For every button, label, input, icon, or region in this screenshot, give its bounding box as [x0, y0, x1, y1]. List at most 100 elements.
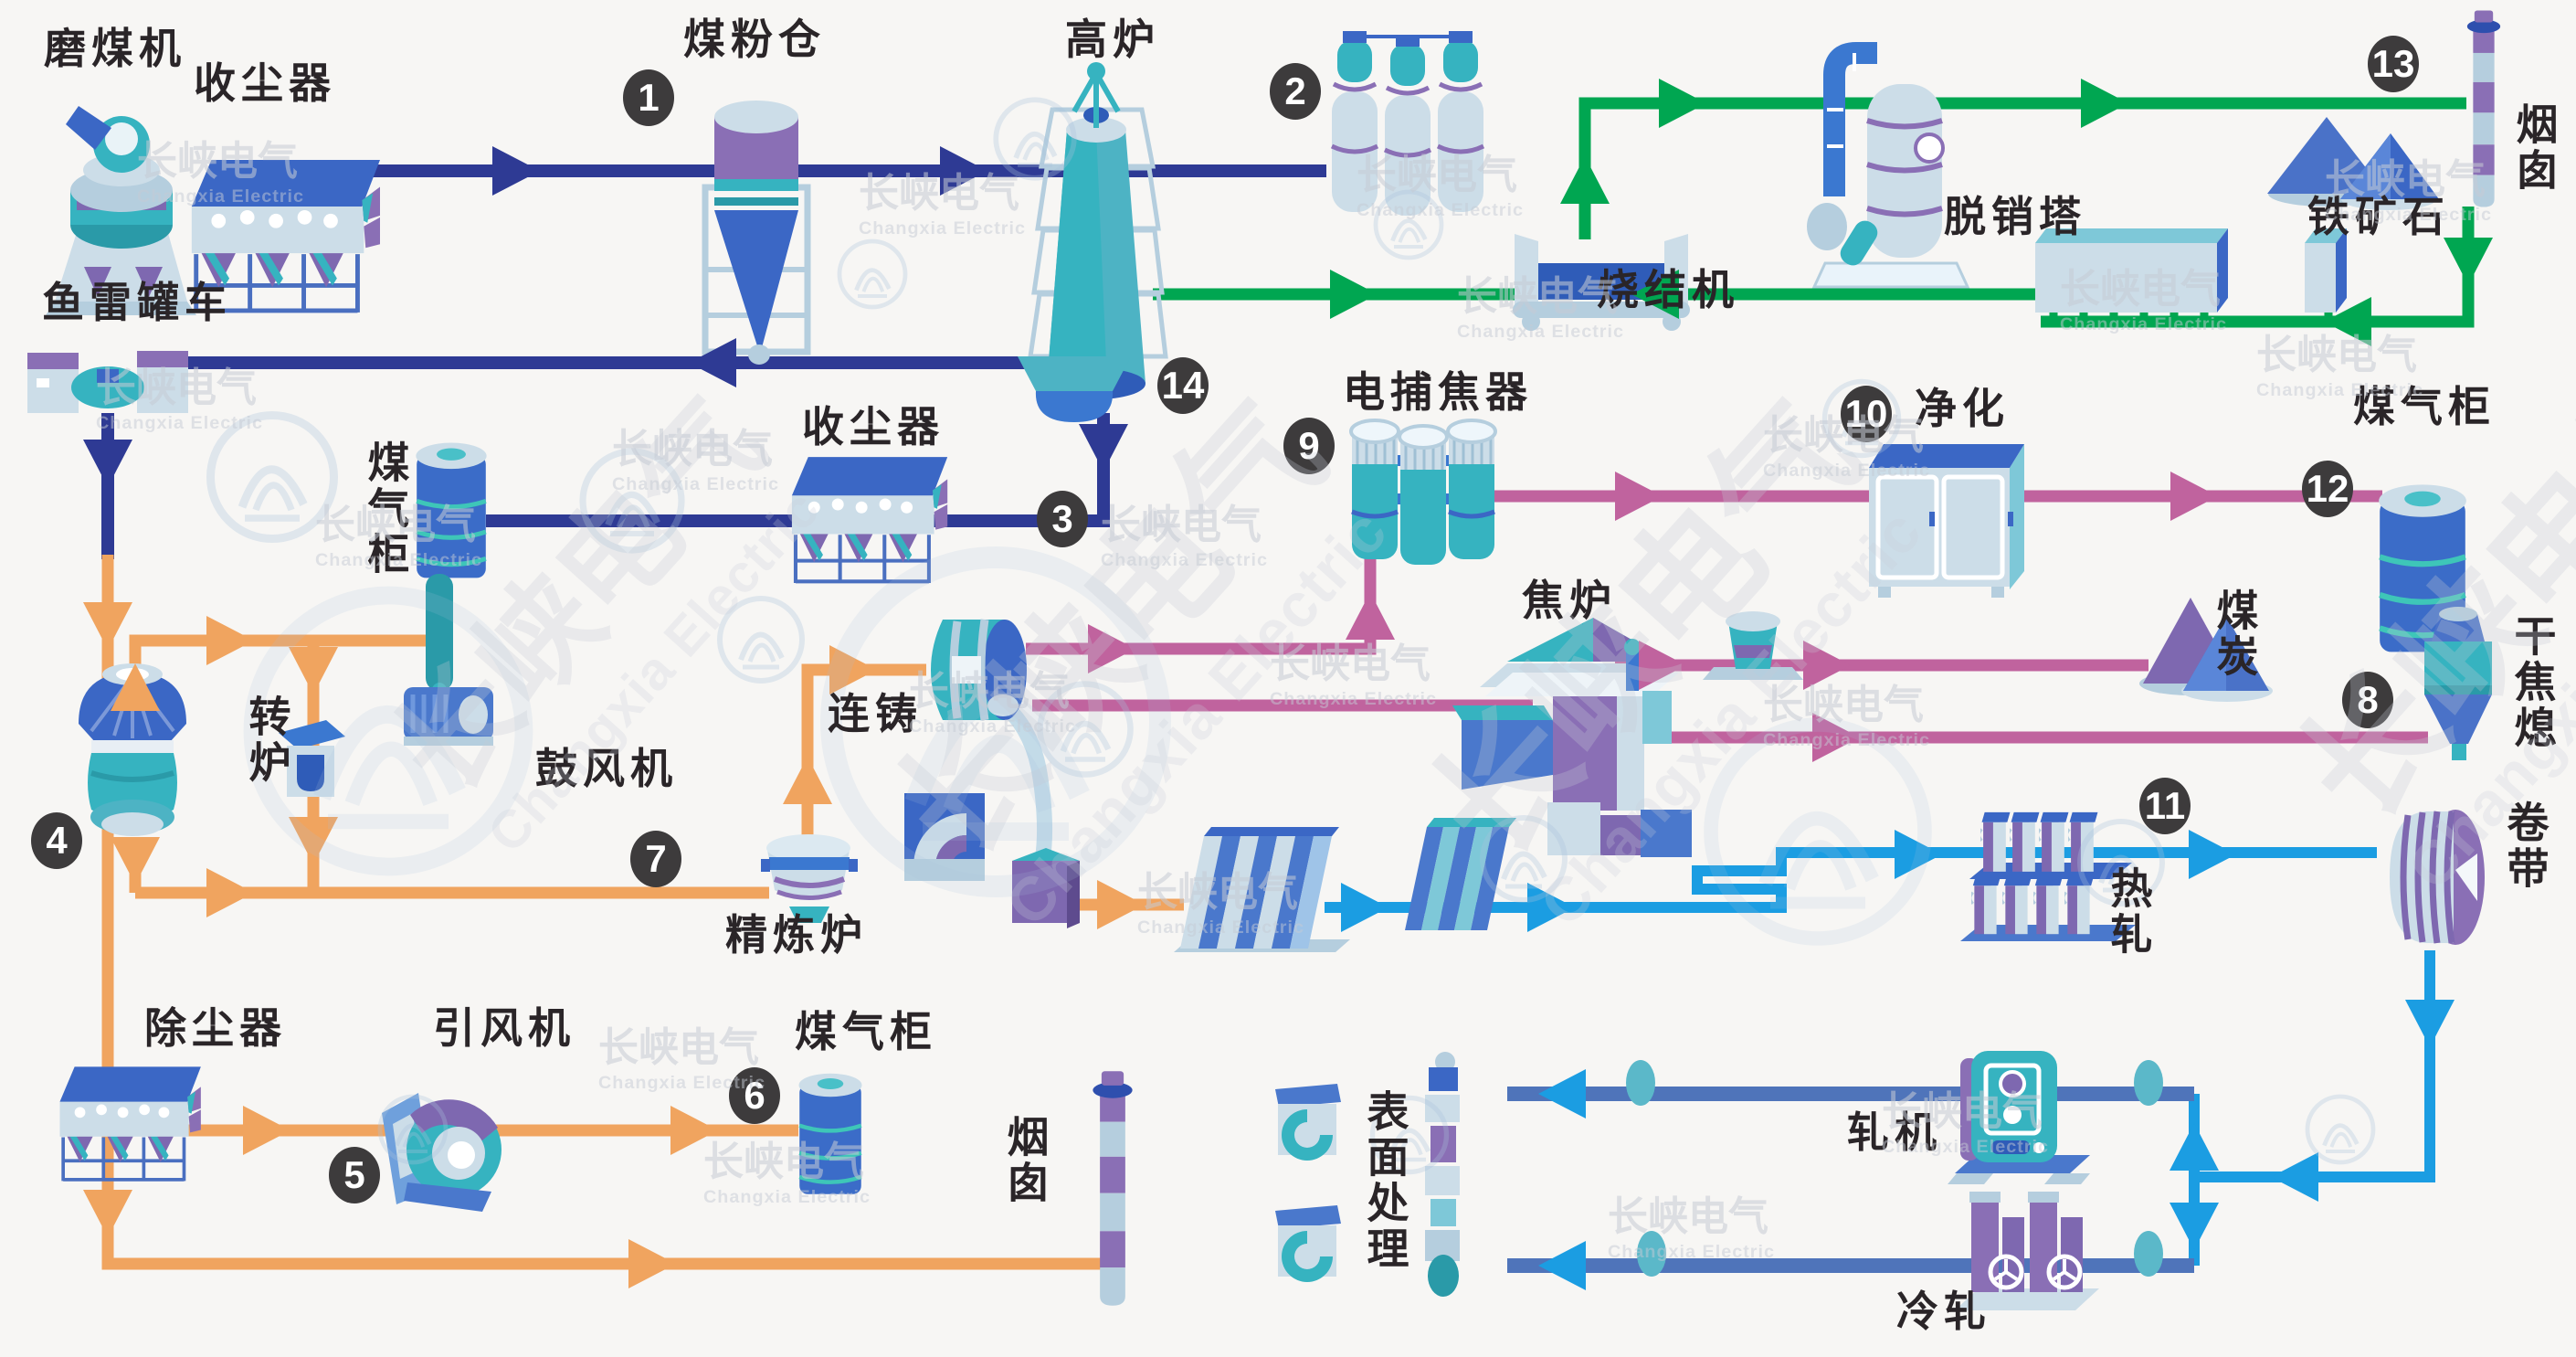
label-dry-coke-quenching: 干焦熄 — [2508, 614, 2557, 751]
label-dust-collector-mid: 收尘器 — [802, 403, 945, 451]
slab-stack-equipment — [1174, 827, 1350, 952]
label-gas-holder-bottom: 煤气柜 — [795, 1008, 937, 1055]
step-badge-10: 10 — [1841, 386, 1892, 442]
arrow-orange — [783, 757, 832, 804]
step-badge-6: 6 — [729, 1067, 780, 1124]
arrow-pink — [1346, 592, 1395, 640]
label-cold-rolling: 冷轧 — [1896, 1288, 1991, 1335]
arrow-pink — [1615, 472, 1663, 521]
label-dust-collector-top: 收尘器 — [194, 59, 336, 107]
label-iron-ore: 铁矿石 — [2307, 193, 2450, 240]
dust-remover-bottom-equipment — [59, 1066, 200, 1181]
step-badge-12: 12 — [2302, 461, 2353, 517]
arrow-orange — [670, 1106, 718, 1155]
arrow-navy — [689, 338, 736, 387]
arrow-green — [2324, 297, 2371, 346]
coal-piles-equipment — [2139, 598, 2273, 702]
step-badge-1: 1 — [623, 69, 674, 126]
arrow-cyan — [1538, 1241, 1586, 1290]
step-badge-2: 2 — [1270, 63, 1321, 120]
coal-powder-bunker-equipment — [702, 101, 811, 365]
arrow-pink — [1088, 624, 1135, 673]
arrow-cyan — [2170, 1203, 2219, 1250]
iron-ore-equipment — [2267, 117, 2439, 210]
surface-treatment-equipment — [1275, 1052, 1460, 1297]
refining-furnace-equipment — [761, 834, 858, 923]
label-hot-rolling: 热轧 — [2105, 866, 2153, 958]
coke-oven-equipment — [1452, 618, 1692, 857]
arrow-cyan — [1341, 883, 1388, 932]
arrow-orange — [111, 837, 160, 885]
induced-draft-fan-equipment — [382, 1093, 501, 1212]
label-dust-remover-bottom: 除尘器 — [144, 1004, 287, 1052]
label-coal-powder-bunker: 煤粉仓 — [683, 16, 826, 63]
arrow-cyan — [2405, 1000, 2455, 1047]
torpedo-car-equipment — [27, 351, 188, 413]
step-badge-3: 3 — [1037, 491, 1088, 547]
arrow-orange — [206, 616, 254, 665]
label-chimney-bottom: 烟囱 — [1001, 1115, 1050, 1206]
denitration-tower-equipment — [1807, 42, 1970, 289]
arrow-orange — [83, 1190, 132, 1237]
arrow-green — [1631, 270, 1679, 319]
arrow-cyan — [2189, 830, 2236, 879]
ladle-box-equipment — [279, 720, 345, 797]
watermark-logo-icon — [2307, 1097, 2373, 1162]
dry-coke-quenching-equipment — [2424, 607, 2492, 760]
label-chimney-top: 烟囱 — [2510, 102, 2559, 194]
treatment-line-tower — [1425, 1052, 1460, 1297]
label-torpedo-car: 鱼雷罐车 — [42, 279, 232, 326]
label-coal-mill: 磨煤机 — [44, 25, 186, 72]
label-blast-furnace: 高炉 — [1065, 16, 1160, 63]
label-induced-draft-fan: 引风机 — [433, 1004, 575, 1052]
label-gas-holder-left: 煤气柜 — [362, 440, 410, 578]
arrow-navy — [83, 440, 132, 487]
step-badge-5: 5 — [329, 1147, 380, 1203]
arrow-cyan — [1538, 1069, 1586, 1118]
arrow-green — [1330, 270, 1378, 319]
quench-bucket-equipment — [1703, 611, 1803, 680]
arrow-green — [2081, 79, 2128, 128]
step-badge-11: 11 — [2139, 778, 2191, 834]
strip-coil-equipment — [2390, 810, 2485, 945]
arrow-orange — [206, 868, 254, 917]
arrow-green — [2444, 238, 2493, 285]
arrow-green — [1659, 79, 1706, 128]
arrow-green — [1560, 156, 1610, 204]
label-gas-holder-right: 煤气柜 — [2353, 383, 2496, 430]
coal-mill-equipment — [46, 106, 196, 315]
arrow-navy — [940, 146, 987, 196]
step-badge-13: 13 — [2368, 36, 2419, 92]
arrow-cyan — [2170, 1123, 2219, 1171]
arrow-navy — [492, 146, 540, 196]
arrow-orange — [289, 647, 338, 694]
step-badge-8: 8 — [2342, 672, 2393, 728]
label-coal: 煤炭 — [2211, 588, 2259, 680]
label-coke-oven: 焦炉 — [1522, 577, 1617, 624]
step-badge-9: 9 — [1283, 418, 1335, 474]
arrow-orange — [83, 602, 132, 650]
label-surface-treatment: 表面处理 — [1361, 1089, 1409, 1272]
arrow-orange — [1097, 880, 1145, 929]
arrow-orange — [243, 1106, 290, 1155]
label-refining-furnace: 精炼炉 — [725, 911, 868, 959]
arrow-pink — [1803, 641, 1851, 690]
label-purification: 净化 — [1915, 385, 2010, 432]
rolling-mill-equipment — [1948, 1051, 2090, 1184]
